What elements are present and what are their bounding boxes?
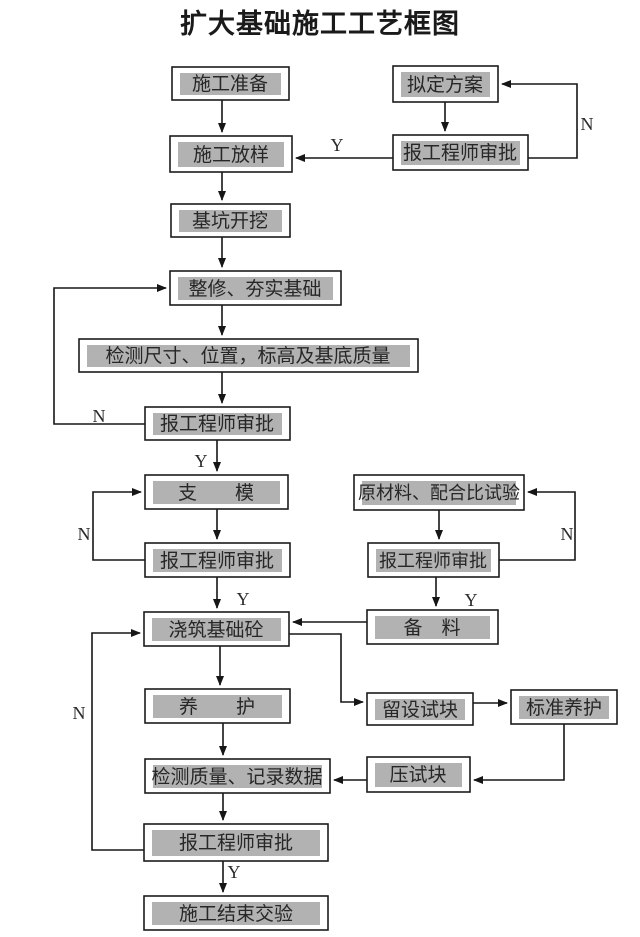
label-y-approval4: Y [465, 590, 478, 610]
flow-edges [53, 80, 578, 893]
svg-text:检测质量、记录数据: 检测质量、记录数据 [151, 766, 322, 788]
node-reserve-test-blocks: 留设试块 [366, 692, 474, 726]
label-n-approval1: N [581, 114, 594, 134]
node-draft-plan: 拟定方案 [392, 65, 499, 103]
label-y-approval3: Y [237, 589, 250, 609]
label-n-approval3: N [78, 524, 91, 544]
node-engineer-approval-quality: 报工程师审批 [143, 823, 329, 862]
edge-pour-to-testblocks [289, 633, 364, 706]
node-engineer-approval-materials: 报工程师审批 [367, 542, 500, 578]
svg-text:浇筑基础砼: 浇筑基础砼 [168, 619, 263, 641]
svg-text:标准养护: 标准养护 [526, 697, 602, 719]
label-y-approval5: Y [228, 862, 241, 882]
svg-text:养 护: 养 护 [179, 696, 255, 718]
svg-text:报工程师审批: 报工程师审批 [403, 142, 517, 164]
page-title: 扩大基础施工工艺框图 [180, 9, 460, 39]
node-construction-preparation: 施工准备 [171, 66, 290, 101]
label-n-approval2: N [93, 406, 106, 426]
label-n-approval4: N [561, 524, 574, 544]
label-y-approval2: Y [195, 451, 208, 471]
label-n-approval5: N [73, 703, 86, 723]
node-standard-curing: 标准养护 [510, 689, 618, 725]
flow-nodes: 施工准备 拟定方案 报工程师审批 施工放样 基坑开挖 整修、夯实基础 [78, 65, 618, 931]
node-engineer-approval-plan: 报工程师审批 [392, 134, 529, 171]
node-pit-excavation: 基坑开挖 [170, 203, 291, 238]
svg-text:施工放样: 施工放样 [193, 144, 269, 166]
node-formwork: 支 模 [144, 474, 289, 510]
svg-text:支 模: 支 模 [178, 482, 254, 504]
edge-approval1-to-plan-n-loop [501, 80, 578, 159]
svg-text:报工程师审批: 报工程师审批 [160, 550, 274, 572]
svg-text:报工程师审批: 报工程师审批 [379, 551, 487, 571]
label-y-approval1: Y [331, 135, 344, 155]
node-construction-layout: 施工放样 [169, 135, 293, 173]
svg-text:备 料: 备 料 [403, 617, 460, 639]
node-check-dimensions: 检测尺寸、位置，标高及基底质量 [78, 338, 419, 373]
svg-text:拟定方案: 拟定方案 [407, 74, 483, 96]
node-press-test-blocks: 压试块 [366, 756, 471, 793]
svg-text:原材料、配合比试验: 原材料、配合比试验 [358, 483, 520, 503]
node-engineer-approval-foundation: 报工程师审批 [144, 406, 291, 441]
svg-text:施工准备: 施工准备 [192, 73, 268, 95]
svg-text:检测尺寸、位置，标高及基底质量: 检测尺寸、位置，标高及基底质量 [105, 345, 390, 367]
svg-text:施工结束交验: 施工结束交验 [179, 903, 293, 925]
node-prepare-materials: 备 料 [366, 609, 499, 645]
node-check-quality-record: 检测质量、记录数据 [144, 758, 331, 794]
svg-text:压试块: 压试块 [389, 764, 446, 786]
node-curing: 养 护 [144, 688, 291, 724]
svg-text:报工程师审批: 报工程师审批 [179, 832, 293, 854]
node-pour-foundation-concrete: 浇筑基础砼 [143, 611, 290, 647]
svg-text:基坑开挖: 基坑开挖 [192, 210, 268, 232]
node-completion-handover: 施工结束交验 [143, 895, 329, 931]
svg-text:报工程师审批: 报工程师审批 [160, 413, 274, 435]
edge-approval2-to-trim-n-loop [53, 284, 167, 425]
edge-approval3-to-formwork-n-loop [92, 488, 145, 561]
svg-text:整修、夯实基础: 整修、夯实基础 [188, 278, 321, 300]
decision-labels: Y N N Y N Y N Y N Y [73, 114, 594, 882]
edge-approval5-to-pour-n-loop [91, 629, 144, 851]
edge-standardcuring-to-press [473, 724, 565, 784]
node-trim-compact-foundation: 整修、夯实基础 [169, 270, 342, 306]
edge-approval4-to-materials-n-loop [499, 488, 576, 561]
svg-text:留设试块: 留设试块 [382, 699, 458, 721]
node-engineer-approval-formwork: 报工程师审批 [144, 542, 291, 578]
node-material-mix-test: 原材料、配合比试验 [353, 474, 525, 511]
